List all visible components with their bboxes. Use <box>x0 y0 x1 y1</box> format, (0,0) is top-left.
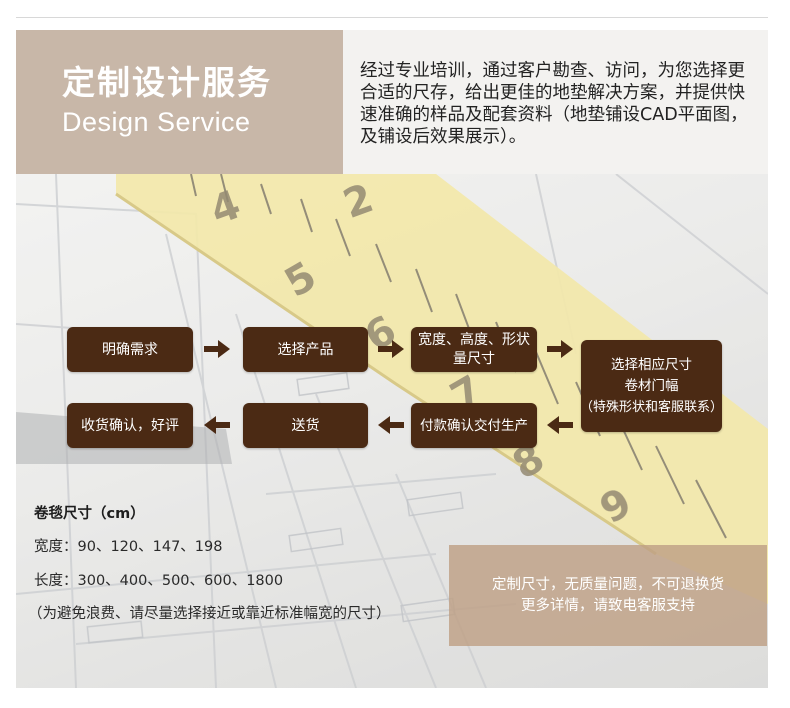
step-delivery: 送货 <box>243 403 368 448</box>
step-label: 卷材门幅 <box>624 377 679 394</box>
step-label: 选择产品 <box>277 341 334 358</box>
page-title: 定制设计服务 <box>62 63 272 102</box>
roll-size-info: 卷毯尺寸（cm） 宽度：90、120、147、198 长度：300、400、50… <box>28 503 391 622</box>
notice-line: 更多详情，请致电客服支持 <box>521 597 695 614</box>
step-choose-roll-width: 选择相应尺寸 卷材门幅 （特殊形状和客服联系） <box>580 340 724 432</box>
step-payment-production: 付款确认交付生产 <box>411 403 537 448</box>
notice-line: 定制尺寸，无质量问题，不可退换货 <box>492 576 724 593</box>
tape-measure-shape <box>116 174 768 604</box>
arrow-left-icon <box>204 416 230 434</box>
arrow-right-icon <box>204 340 230 358</box>
page-subtitle: Design Service <box>62 107 251 137</box>
arrow-right-icon <box>378 340 404 358</box>
step-label: 宽度、高度、形状 <box>418 331 530 348</box>
service-description-panel: 经过专业培训，通过客户勘查、访问，为您选择更合适的尺存，给出更佳的地垫解决方案，… <box>343 30 768 174</box>
step-label: 收货确认，好评 <box>81 417 179 434</box>
step-select-product: 选择产品 <box>243 327 368 372</box>
step-measure: 宽度、高度、形状 量尺寸 <box>411 327 537 372</box>
step-label: （特殊形状和客服联系） <box>580 399 724 415</box>
step-label: 选择相应尺寸 <box>611 356 692 373</box>
step-label: 付款确认交付生产 <box>420 417 528 434</box>
service-description: 经过专业培训，通过客户勘查、访问，为您选择更合适的尺存，给出更佳的地垫解决方案，… <box>360 61 748 147</box>
roll-size-title: 卷毯尺寸（cm） <box>34 506 145 522</box>
service-title-panel: 定制设计服务 Design Service <box>16 30 343 174</box>
step-define-needs: 明确需求 <box>67 327 193 372</box>
arrow-left-icon <box>547 416 573 434</box>
step-label: 量尺寸 <box>453 350 495 367</box>
step-confirm-review: 收货确认，好评 <box>67 403 193 448</box>
custom-size-notice: 定制尺寸，无质量问题，不可退换货 更多详情，请致电客服支持 <box>449 545 767 646</box>
roll-width-options: 宽度：90、120、147、198 <box>34 539 223 555</box>
arrow-right-icon <box>547 340 573 358</box>
step-label: 明确需求 <box>102 341 158 358</box>
roll-size-note: （为避免浪费、请尽量选择接近或靠近标准幅宽的尺寸） <box>28 606 391 622</box>
top-divider <box>16 17 768 18</box>
step-label: 送货 <box>291 417 320 434</box>
roll-length-options: 长度：300、400、500、600、1800 <box>34 573 284 589</box>
arrow-left-icon <box>378 416 404 434</box>
